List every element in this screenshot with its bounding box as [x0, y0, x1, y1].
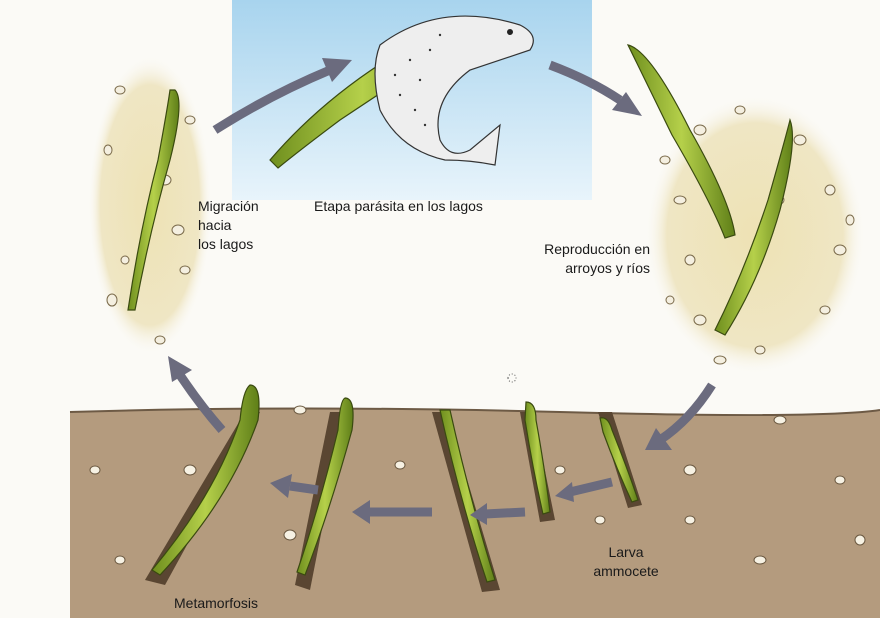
lamprey-larva-3 [599, 417, 639, 503]
lamprey-spawning-1 [626, 44, 736, 239]
label-metamorphosis: Metamorfosis [174, 595, 259, 611]
label-parasitic: Etapa parásita en los lagos [314, 198, 483, 214]
arrow-to-lake [212, 65, 332, 134]
label-larva-line1: Larva [608, 544, 644, 560]
arrow-to-larva [657, 382, 716, 444]
label-migration-line3: los lagos [198, 236, 254, 252]
label-reproduction: Reproducción en arroyos y ríos [524, 240, 650, 278]
arrow-larva-4 [289, 481, 319, 495]
label-migration-line2: hacia [198, 217, 232, 233]
label-reproduction-line2: arroyos y ríos [565, 260, 650, 276]
label-migration-line1: Migración [198, 198, 259, 214]
lamprey-larva-2 [524, 401, 551, 515]
arrow-larva-2 [484, 507, 526, 519]
label-larva: Larva ammocete [588, 543, 664, 581]
lamprey-metamorphosing-2 [296, 397, 354, 576]
arrow-larva-1 [568, 477, 614, 497]
lamprey-spawning-2 [714, 118, 794, 336]
lampreys [127, 35, 794, 583]
label-migration: Migración hacia los lagos [198, 197, 259, 254]
gravel-stones [103, 85, 855, 365]
label-reproduction-line1: Reproducción en [544, 241, 650, 257]
eggs-icon [507, 373, 517, 383]
lamprey-larva-1 [439, 409, 496, 583]
arrow-to-migration [176, 372, 226, 433]
arrow-to-streams [548, 60, 623, 104]
label-larva-line2: ammocete [593, 563, 659, 579]
lamprey-metamorphosing-1 [151, 384, 260, 576]
lamprey-migrating [127, 89, 180, 311]
cycle-arrows [176, 60, 716, 519]
host-trout [374, 15, 534, 166]
arrowheads [168, 58, 672, 525]
